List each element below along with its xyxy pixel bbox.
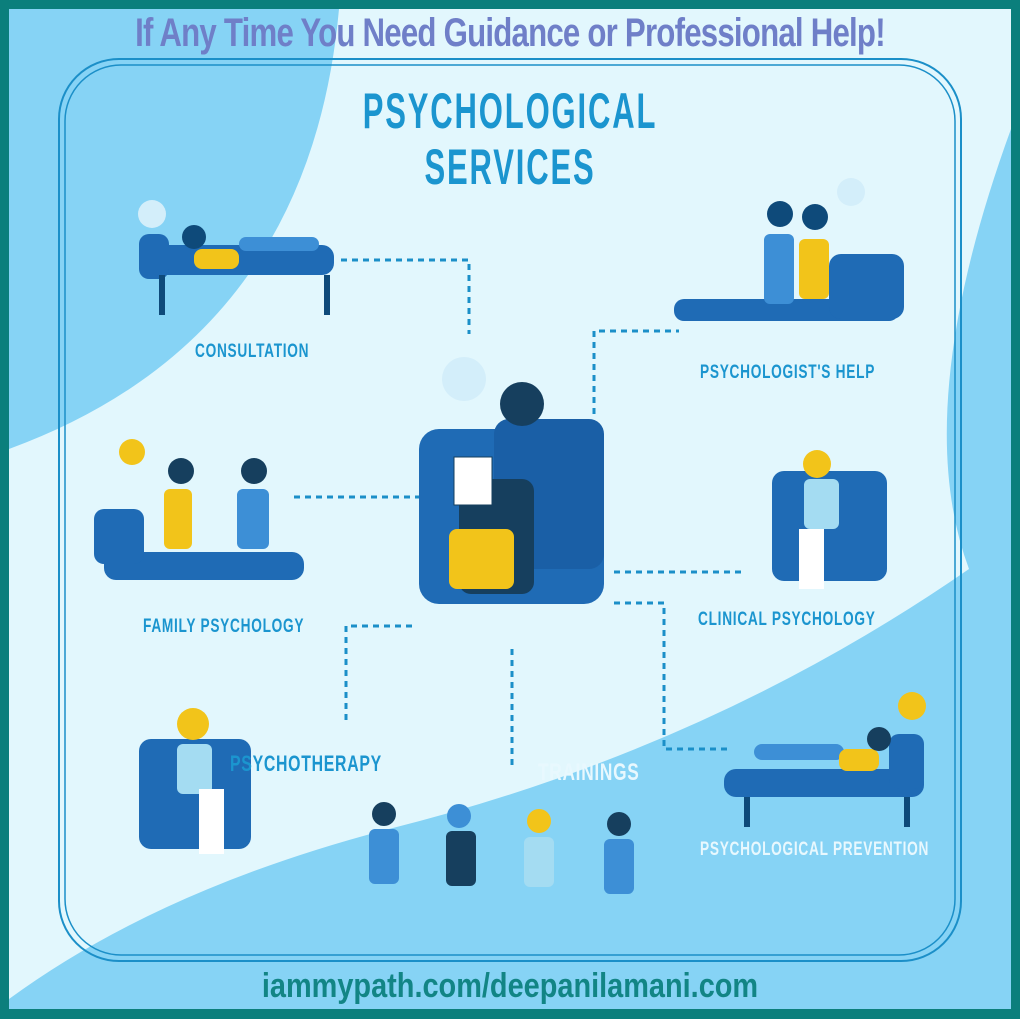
- label-family-psychology: FAMILY PSYCHOLOGY: [143, 616, 305, 637]
- trainings-illustration: [369, 802, 634, 894]
- therapist-illustration: [419, 357, 604, 604]
- label-trainings: TRAININGS: [538, 759, 640, 786]
- title-line-2: SERVICES: [424, 139, 596, 195]
- family-psychology-illustration: [94, 439, 304, 580]
- psychologists-help-illustration: [674, 178, 904, 321]
- label-psychotherapy: PSYCHOTHERAPY: [230, 751, 382, 776]
- label-psychological-prevention: PSYCHOLOGICAL PREVENTION: [700, 839, 930, 860]
- footer-website: iammypath.com/deepanilamani.com: [261, 967, 759, 1005]
- title-line-1: PSYCHOLOGICAL: [362, 83, 658, 139]
- consultation-illustration: [138, 200, 334, 315]
- illustrations: [94, 178, 926, 894]
- psychological-prevention-illustration: [724, 692, 926, 827]
- clinical-psychology-illustration: [772, 450, 887, 589]
- banner-heading: If Any Time You Need Guidance or Profess…: [135, 11, 885, 55]
- label-psychologists-help: PSYCHOLOGIST'S HELP: [700, 362, 876, 383]
- infographic: If Any Time You Need Guidance or Profess…: [9, 9, 1011, 1009]
- label-clinical-psychology: CLINICAL PSYCHOLOGY: [698, 609, 876, 630]
- label-consultation: CONSULTATION: [195, 341, 310, 362]
- connector-lines: [294, 258, 744, 769]
- psychotherapy-illustration: [139, 708, 251, 854]
